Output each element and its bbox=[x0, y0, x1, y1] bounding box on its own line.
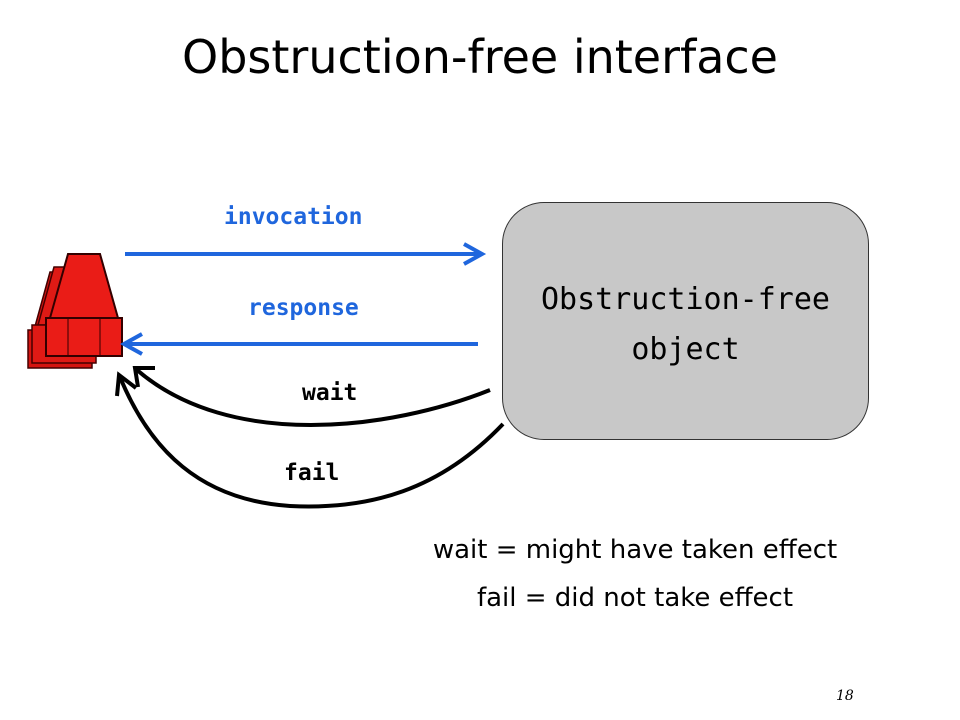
response-label: response bbox=[248, 295, 359, 321]
fail-arrow bbox=[115, 371, 505, 509]
fail-label: fail bbox=[284, 460, 340, 486]
wait-label: wait bbox=[302, 380, 358, 406]
wait-arrow bbox=[132, 366, 491, 427]
legend-fail: fail = did not take effect bbox=[476, 583, 794, 613]
object-label-line-2: object bbox=[631, 332, 740, 367]
invocation-arrow bbox=[125, 242, 487, 266]
page-title: Obstruction-free interface bbox=[182, 30, 778, 84]
page-number: 18 bbox=[836, 688, 854, 704]
invocation-label: invocation bbox=[224, 204, 363, 230]
legend-wait: wait = might have taken effect bbox=[432, 535, 838, 565]
object-label-line-1: Obstruction-free bbox=[541, 282, 830, 317]
obstruction-free-object-box bbox=[502, 202, 869, 440]
response-arrow bbox=[119, 332, 478, 356]
object-label: Obstruction-free object bbox=[502, 275, 869, 375]
red-thread-stack-icon bbox=[27, 253, 123, 369]
